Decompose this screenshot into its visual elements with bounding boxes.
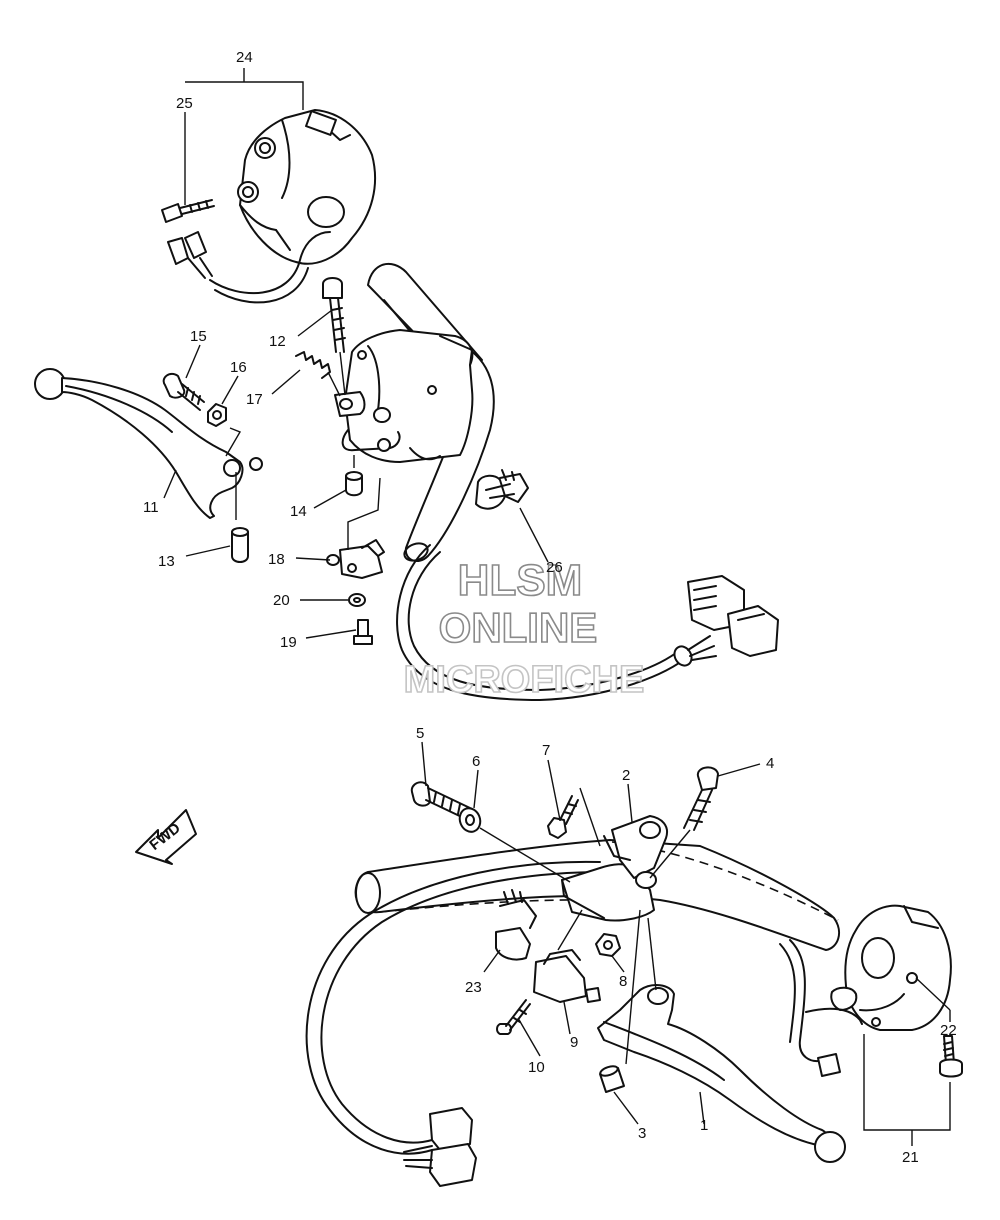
lower-switch-housing — [779, 904, 952, 1077]
callout-26: 26 — [546, 559, 563, 576]
callout-14: 14 — [290, 503, 307, 520]
upper-wiring-harness — [396, 544, 779, 701]
callout-3: 3 — [638, 1125, 646, 1142]
switch-18 — [326, 477, 385, 579]
watermark: HLSM ONLINE MICROFICHE — [403, 555, 645, 702]
callout-6: 6 — [472, 753, 480, 770]
callout-10: 10 — [528, 1059, 545, 1076]
callout-7: 7 — [542, 742, 550, 759]
bolt-15 — [162, 372, 205, 411]
bracket-2 — [561, 815, 668, 922]
callout-2: 2 — [622, 767, 630, 784]
callout-16: 16 — [230, 359, 247, 376]
bolt-7 — [547, 787, 601, 847]
screw-19 — [353, 619, 373, 645]
callout-20: 20 — [273, 592, 290, 609]
upper-wire-terminals — [167, 231, 331, 304]
screw-22 — [939, 1035, 963, 1078]
collar-13 — [231, 472, 249, 563]
nut-8 — [595, 933, 621, 957]
callout-9: 9 — [570, 1034, 578, 1051]
collar-14 — [345, 455, 363, 497]
callout-22: 22 — [940, 1022, 957, 1039]
callout-19: 19 — [280, 634, 297, 651]
callout-1: 1 — [700, 1117, 708, 1134]
callout-numbers: 24 25 12 15 16 17 11 14 13 18 20 19 26 5… — [143, 49, 957, 1166]
bolt-12 — [322, 277, 346, 396]
callout-11: 11 — [143, 499, 159, 516]
spring-17 — [295, 351, 341, 397]
switch-9 — [533, 909, 601, 1003]
screw-10 — [496, 999, 531, 1035]
callout-17: 17 — [246, 391, 263, 408]
bolt-4 — [649, 766, 719, 879]
watermark-line1: HLSM — [458, 556, 583, 605]
callout-25: 25 — [176, 95, 193, 112]
callout-21: 21 — [902, 1149, 919, 1166]
washer-20 — [348, 593, 366, 607]
callout-13: 13 — [158, 553, 175, 570]
leader-lines — [163, 68, 951, 1146]
upper-switch-housing — [237, 109, 376, 265]
callout-12: 12 — [269, 333, 286, 350]
callout-5: 5 — [416, 725, 424, 742]
forward-arrow-icon: FWD — [135, 809, 197, 865]
callout-8: 8 — [619, 973, 627, 990]
callout-4: 4 — [766, 755, 774, 772]
clamp-23 — [495, 889, 537, 961]
watermark-line2: ONLINE — [439, 604, 598, 651]
nut-16 — [207, 403, 227, 427]
washer-6 — [458, 807, 571, 883]
collar-3 — [599, 1065, 625, 1093]
callout-24: 24 — [236, 49, 253, 66]
callout-18: 18 — [268, 551, 285, 568]
clutch-lever-1 — [597, 909, 846, 1163]
watermark-line3: MICROFICHE — [404, 659, 645, 701]
callout-15: 15 — [190, 328, 207, 345]
screw-25 — [161, 199, 215, 223]
callout-23: 23 — [465, 979, 482, 996]
brake-lever-11 — [34, 368, 263, 519]
lower-wiring-harness — [305, 860, 605, 1187]
upper-master-cylinder — [334, 329, 474, 463]
clamp-26 — [475, 469, 529, 510]
